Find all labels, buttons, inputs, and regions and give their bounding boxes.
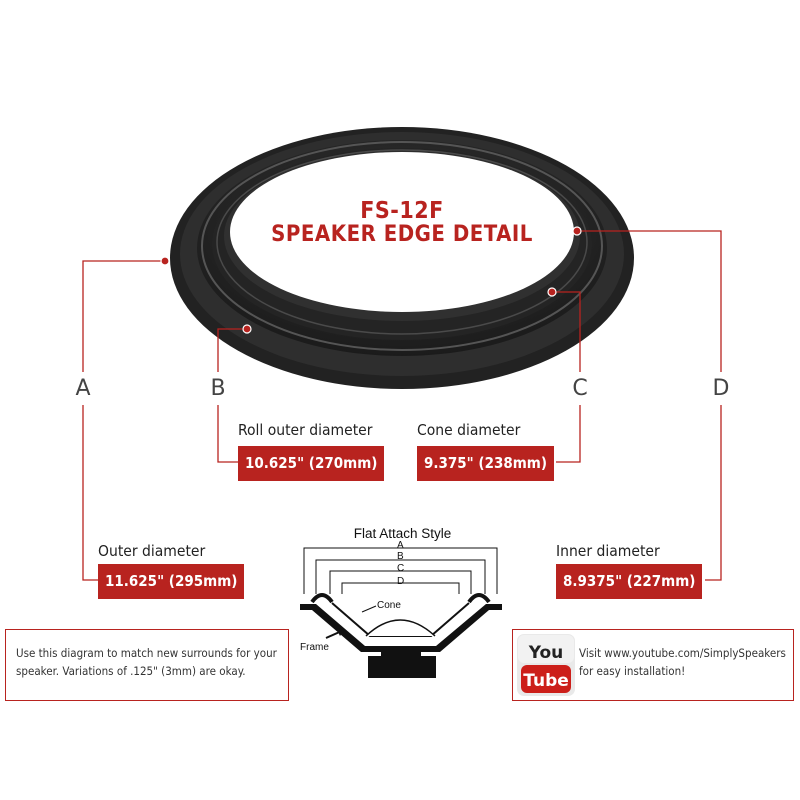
tolerance-note-text: Use this diagram to match new surrounds … <box>16 646 277 678</box>
marker-dot-a <box>160 256 170 266</box>
cross-section-label-a: A <box>397 540 404 551</box>
leader-line-c <box>552 291 581 372</box>
leader-line-b <box>217 328 247 372</box>
leader-line-c-lower <box>556 405 581 463</box>
cross-section-label-cone: Cone <box>377 600 401 611</box>
marker-dot-b <box>242 324 252 334</box>
youtube-logo-icon[interactable]: You Tube <box>517 634 575 696</box>
cross-section-label-frame: Frame <box>300 642 329 653</box>
label-letter-b: B <box>210 376 226 401</box>
label-letter-d: D <box>712 376 730 401</box>
leader-line-d-lower <box>705 405 722 581</box>
youtube-promo-text[interactable]: Visit www.youtube.com/SimplySpeakers for… <box>579 646 786 678</box>
cross-section-title: Flat Attach Style <box>353 526 452 541</box>
cross-section-label-c: C <box>397 563 405 574</box>
diagram-title: FS-12F <box>360 198 444 224</box>
cross-section-label-b: B <box>397 551 404 562</box>
speaker-surround <box>170 127 634 389</box>
outer-diameter-value: 11.625" (295mm) <box>98 564 245 599</box>
outer-diameter-label: Outer diameter <box>98 542 206 560</box>
cross-section-diagram <box>300 547 502 678</box>
youtube-promo-box[interactable]: You Tube Visit www.youtube.com/SimplySpe… <box>512 629 794 701</box>
roll-outer-diameter-label: Roll outer diameter <box>238 421 373 439</box>
label-letter-a: A <box>75 376 91 401</box>
diagram-subtitle: SPEAKER EDGE DETAIL <box>271 222 533 247</box>
youtube-logo-top-text: You <box>528 643 564 663</box>
roll-outer-diameter-value: 10.625" (270mm) <box>238 446 385 481</box>
cross-section-label-d: D <box>397 576 405 587</box>
leader-line-b-lower <box>217 405 238 463</box>
marker-dot-d <box>572 226 582 236</box>
cone-diameter-label: Cone diameter <box>417 421 521 439</box>
youtube-logo-bottom-text: Tube <box>523 671 569 691</box>
leader-line-a <box>82 260 165 372</box>
tolerance-note-box: Use this diagram to match new surrounds … <box>5 629 289 701</box>
leader-line-a-lower <box>82 405 98 581</box>
inner-diameter-value: 8.9375" (227mm) <box>556 564 703 599</box>
marker-dot-c <box>547 287 557 297</box>
inner-diameter-label: Inner diameter <box>556 542 660 560</box>
leader-lines <box>82 230 722 581</box>
label-letter-c: C <box>572 376 588 401</box>
leader-line-d <box>577 230 722 372</box>
cone-diameter-value: 9.375" (238mm) <box>417 446 555 481</box>
